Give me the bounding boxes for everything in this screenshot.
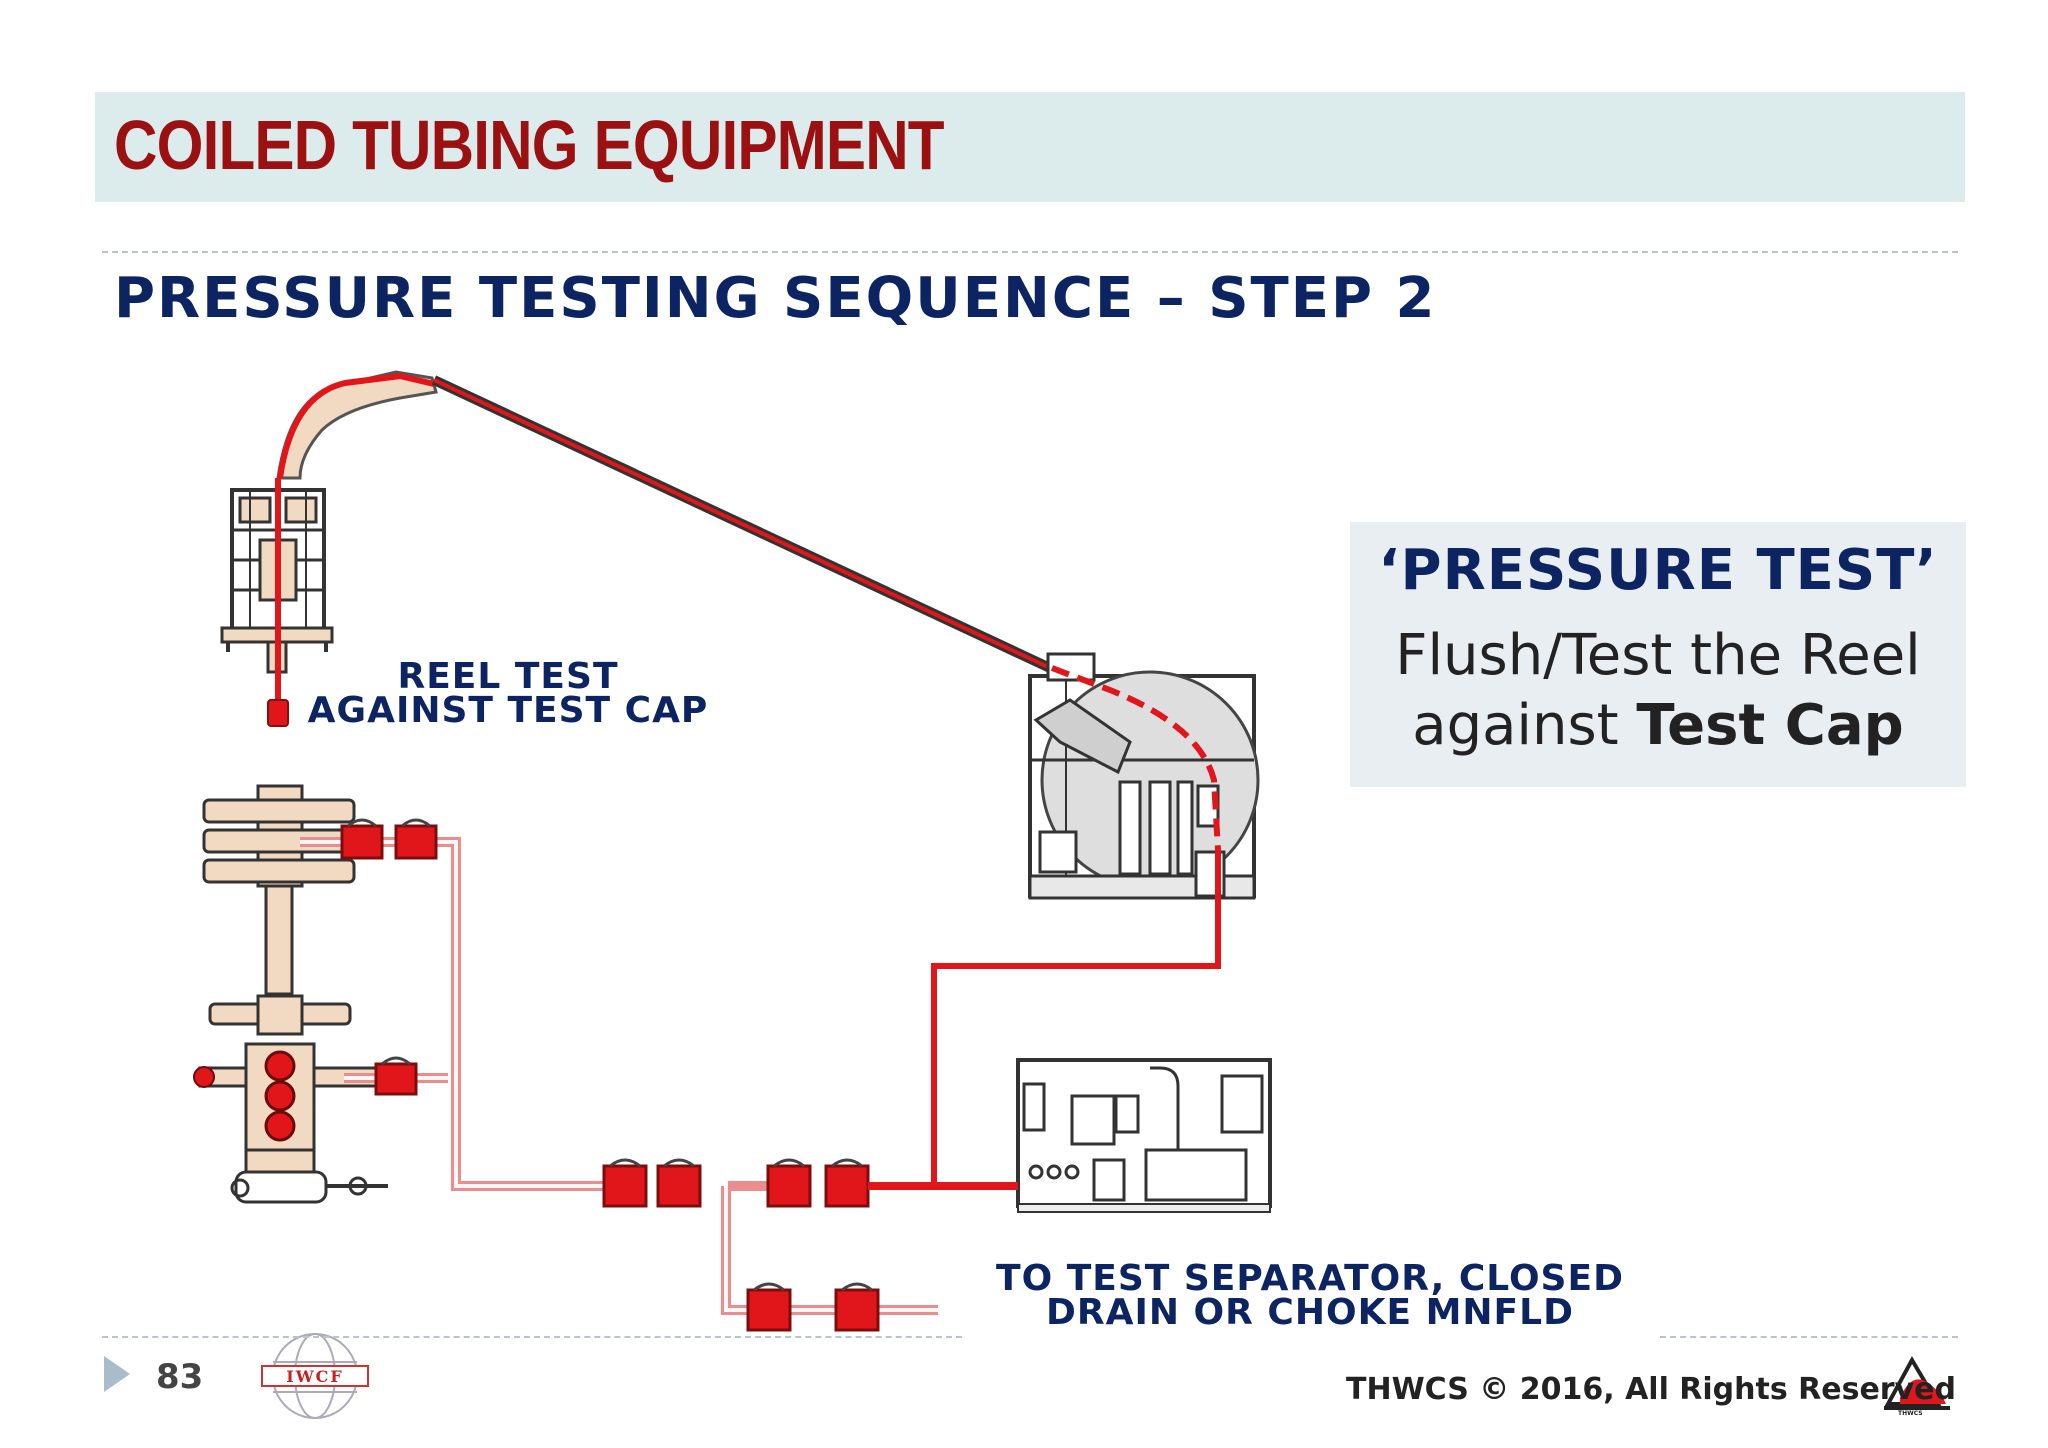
page-subtitle: PRESSURE TESTING SEQUENCE – STEP 2 <box>114 266 1437 331</box>
thwcs-logo <box>1884 1355 1950 1410</box>
valves <box>340 824 880 1332</box>
gooseneck <box>276 370 438 480</box>
footer-divider-right <box>1660 1336 1958 1338</box>
page-number: 83 <box>156 1357 204 1397</box>
footer-arrow-icon <box>104 1356 130 1392</box>
injector-head <box>220 478 334 727</box>
footer-divider-left <box>102 1336 962 1338</box>
callout-heading: ‘PRESSURE TEST’ <box>1378 538 1938 603</box>
reel-unit <box>1028 652 1260 900</box>
top-divider <box>102 251 1958 253</box>
callout-body: Flush/Test the Reel against Test Cap <box>1395 623 1921 758</box>
reel-test-label: REEL TEST AGAINST TEST CAP <box>307 656 709 731</box>
thwcs-logo-text: THWCS <box>1898 1410 1923 1417</box>
iwcf-logo-text: IWCF <box>286 1367 344 1386</box>
copyright-text: THWCS © 2016, All Rights Reserved <box>1346 1372 1956 1407</box>
title-band <box>95 92 1965 202</box>
reel-to-manifold-line <box>931 850 1221 1184</box>
separator-label: TO TEST SEPARATOR, CLOSED DRAIN OR CHOKE… <box>996 1258 1624 1333</box>
pressure-test-callout: ‘PRESSURE TEST’ Flush/Test the Reel agai… <box>1350 522 1966 787</box>
iwcf-logo <box>261 1333 369 1419</box>
power-pack-unit <box>1016 1058 1272 1213</box>
page-title: COILED TUBING EQUIPMENT <box>114 106 945 184</box>
